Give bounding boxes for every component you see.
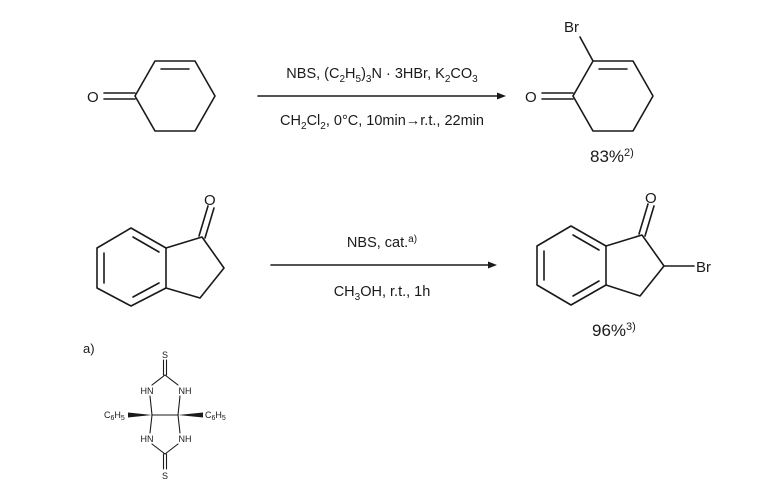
bromine-atom: Br	[696, 259, 711, 276]
phenyl-right: C6H5	[205, 410, 226, 422]
reaction1-solvent-conditions: CH2Cl2, 0°C, 10min→r.t., 22min	[280, 113, 484, 132]
reaction2-solvent-conditions: CH3OH, r.t., 1h	[334, 284, 431, 303]
sulfur-atom-top: S	[162, 350, 168, 360]
hn-top-left: HN	[141, 386, 154, 396]
sulfur-atom-bottom: S	[162, 471, 168, 481]
catalyst-structure: S HN NH C6H5 C6H5 HN NH S	[104, 350, 226, 481]
oxygen-atom: O	[204, 192, 216, 209]
reactant-cyclohexenone: O	[87, 60, 216, 132]
oxygen-atom: O	[645, 190, 657, 207]
reaction1-reagents: NBS, (C2H5)3N · 3HBr, K2CO3	[286, 66, 478, 85]
reactant-indanone: O	[96, 192, 225, 307]
bromine-atom: Br	[564, 19, 579, 36]
product-bromoindanone: O Br	[536, 190, 711, 306]
phenyl-left: C6H5	[104, 410, 125, 422]
footnote-label: a)	[83, 341, 95, 356]
oxygen-atom: O	[87, 89, 99, 106]
reaction2-arrow	[270, 261, 497, 269]
reaction1-yield: 83%2)	[590, 147, 634, 166]
reaction1-arrow	[257, 92, 506, 100]
hn-bottom-left: HN	[141, 434, 154, 444]
product-bromocyclohexenone: O Br	[525, 19, 654, 132]
reaction2-reagents: NBS, cat.a)	[347, 234, 417, 251]
nh-top-right: NH	[179, 386, 192, 396]
oxygen-atom: O	[525, 89, 537, 106]
reaction2-yield: 96%3)	[592, 321, 636, 340]
nh-bottom-right: NH	[179, 434, 192, 444]
